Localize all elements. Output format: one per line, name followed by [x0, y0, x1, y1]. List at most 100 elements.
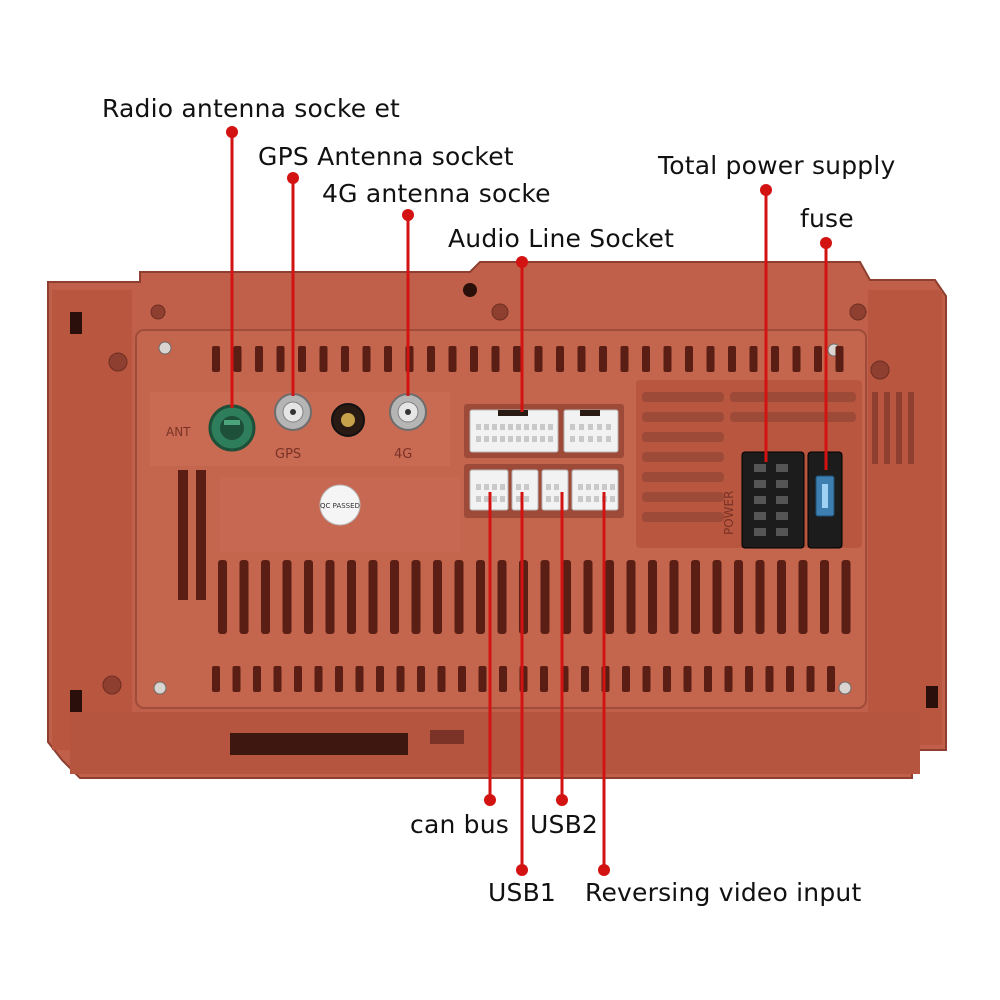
power-pin — [754, 480, 766, 488]
vent-slot — [417, 666, 425, 692]
power-pin — [776, 480, 788, 488]
connector-pin — [606, 436, 611, 442]
vent-slot — [626, 560, 636, 634]
bottom-slot — [230, 733, 408, 755]
vent-slot — [728, 346, 736, 372]
audio-line-leader-dot — [516, 256, 528, 268]
callout-total-power-supply: Total power supply — [658, 151, 896, 180]
power-pin — [776, 496, 788, 504]
fourg-panel-mark: 4G — [394, 447, 412, 462]
callout-usb1: USB1 — [488, 878, 557, 907]
vent-slot — [827, 666, 835, 692]
vent-slot — [212, 666, 220, 692]
callout-radio-antenna-socket: Radio antenna socke et — [102, 94, 401, 123]
connector-pin — [610, 496, 615, 502]
connector-pin — [516, 496, 521, 502]
connector-pin — [602, 484, 607, 490]
power-fin — [642, 452, 724, 462]
vent-slot — [298, 346, 306, 372]
vent-slot — [755, 560, 765, 634]
vent-slot — [581, 666, 589, 692]
left-slot — [196, 470, 206, 600]
vent-slot — [491, 346, 500, 372]
connector-pin — [578, 484, 583, 490]
vent-slot — [777, 560, 786, 634]
connector-pin — [586, 484, 591, 490]
connector-pin — [492, 496, 497, 502]
vent-slot — [294, 666, 302, 692]
right-side-vents — [872, 392, 914, 464]
vent-slot — [765, 666, 774, 692]
connector-pin — [606, 424, 611, 430]
vent-slot — [724, 666, 733, 692]
vent-slot — [599, 346, 607, 372]
vent-slot — [384, 346, 392, 372]
vent-slot — [448, 346, 457, 372]
vent-slot — [273, 666, 282, 692]
power-pin — [754, 496, 766, 504]
connector-pin — [532, 424, 537, 430]
vent-slot — [648, 560, 657, 634]
power-pin — [776, 464, 788, 472]
connector-pin — [508, 436, 513, 442]
connector-pin — [492, 424, 497, 430]
vent-slot — [691, 560, 700, 634]
vent-slot — [513, 346, 521, 372]
vent-slot — [261, 560, 270, 634]
gps-panel-mark: GPS — [275, 447, 301, 462]
vent-slot — [390, 560, 399, 634]
connector-pin — [484, 436, 489, 442]
vent-slot — [499, 666, 507, 692]
connector-pin — [524, 484, 529, 490]
vent-slot — [806, 666, 815, 692]
mount-hole — [150, 304, 166, 320]
vent-slot — [232, 666, 241, 692]
connector-pin — [610, 484, 615, 490]
connector-pin — [554, 484, 559, 490]
connector-pin — [532, 436, 537, 442]
vent-slot — [368, 560, 378, 634]
qc-sticker-text: QC PASSED — [320, 502, 360, 510]
vent-slot — [319, 346, 328, 372]
connector-pin — [588, 436, 593, 442]
callout-reversing-video-input: Reversing video input — [585, 878, 862, 907]
vent-slot — [212, 346, 220, 372]
connector-pin — [594, 496, 599, 502]
vent-slot — [454, 560, 464, 634]
lower-connector-row — [464, 464, 624, 518]
vent-slot — [620, 346, 629, 372]
connector-pin — [524, 496, 529, 502]
power-section: POWER — [636, 380, 862, 549]
bottom-frame-rail — [70, 712, 920, 774]
vent-slot — [642, 666, 651, 692]
vent-slot — [478, 666, 487, 692]
connector-pin — [476, 484, 481, 490]
vent-slot — [792, 346, 801, 372]
power-fin — [642, 492, 724, 502]
connector-pin — [540, 436, 545, 442]
vent-slot — [437, 666, 446, 692]
vent-slot — [458, 666, 466, 692]
power-pin — [776, 528, 788, 536]
connector-pin — [597, 436, 602, 442]
vent-slot — [470, 346, 478, 372]
audio-line-socket — [464, 404, 624, 458]
connector-pin — [578, 496, 583, 502]
vent-slot — [749, 346, 758, 372]
power-pin — [754, 512, 766, 520]
vent-slot — [556, 346, 564, 372]
vent-slot — [497, 560, 507, 634]
reversing-video-leader-dot — [598, 864, 610, 876]
vent-slot — [540, 560, 550, 634]
mount-hole — [849, 303, 867, 321]
vent-slot — [798, 560, 808, 634]
connector-pin — [546, 496, 551, 502]
left-slot — [178, 470, 188, 600]
connector-pin — [492, 436, 497, 442]
unlabeled-antenna-jack — [331, 403, 365, 437]
connector-pin — [500, 436, 505, 442]
vent-slot — [282, 560, 292, 634]
power-pin — [754, 528, 766, 536]
connector-pin — [597, 424, 602, 430]
